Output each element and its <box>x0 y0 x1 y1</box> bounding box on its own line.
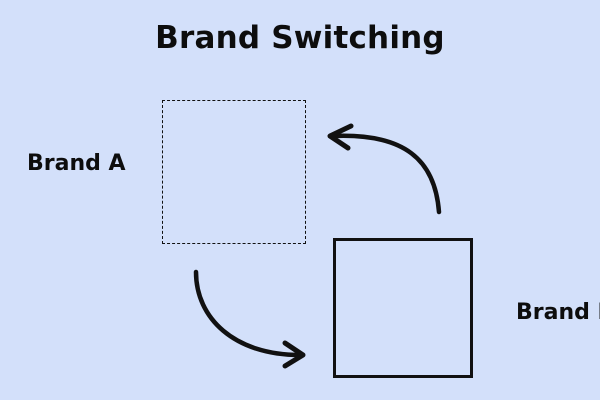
curved-arrow-down-right-icon <box>193 269 306 369</box>
brand-a-label: Brand A <box>27 151 126 176</box>
curved-arrow-up-left-icon <box>327 123 442 215</box>
diagram-title: Brand Switching <box>155 20 445 56</box>
brand-a-box <box>162 100 306 244</box>
brand-b-box <box>333 238 473 378</box>
brand-b-label: Brand B <box>516 300 600 325</box>
